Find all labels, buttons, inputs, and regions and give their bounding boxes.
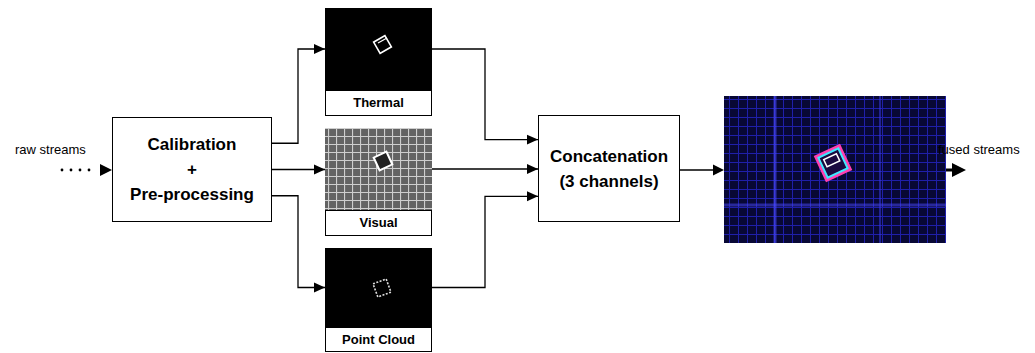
- visual-image: [325, 128, 432, 210]
- panel-caption: Visual: [325, 210, 432, 236]
- panel-caption: Point Cloud: [325, 327, 432, 352]
- fused-image: [724, 96, 946, 243]
- node-label: Thermal: [353, 95, 404, 111]
- thermal-image: [325, 8, 432, 90]
- input-label: raw streams: [15, 142, 86, 158]
- connector-arrow: [432, 196, 538, 287]
- point-cloud-image: [325, 248, 432, 327]
- node-label: Calibration + Pre-processing: [130, 132, 254, 207]
- connector-arrow: [432, 49, 538, 140]
- node-label: Concatenation (3 channels): [543, 144, 675, 194]
- panel-caption: Thermal: [325, 90, 432, 116]
- connector-arrow: [272, 196, 325, 288]
- input-arrow: [61, 164, 112, 176]
- output-label: fused streams: [938, 142, 1020, 158]
- process-box: Calibration + Pre-processing: [112, 117, 272, 222]
- connector-arrow: [272, 169, 325, 170]
- fused-output-arrow: [946, 163, 966, 177]
- process-box: Concatenation (3 channels): [538, 115, 680, 222]
- connector-arrow: [432, 168, 538, 169]
- node-label: Point Cloud: [342, 332, 415, 348]
- node-label: Visual: [359, 215, 397, 231]
- output-arrow: [674, 165, 724, 176]
- sensor-panel: Point Cloud: [325, 248, 432, 352]
- sensor-panel: Visual: [325, 128, 432, 236]
- connector-arrow: [272, 49, 325, 143]
- sensor-panel: Thermal: [325, 8, 432, 116]
